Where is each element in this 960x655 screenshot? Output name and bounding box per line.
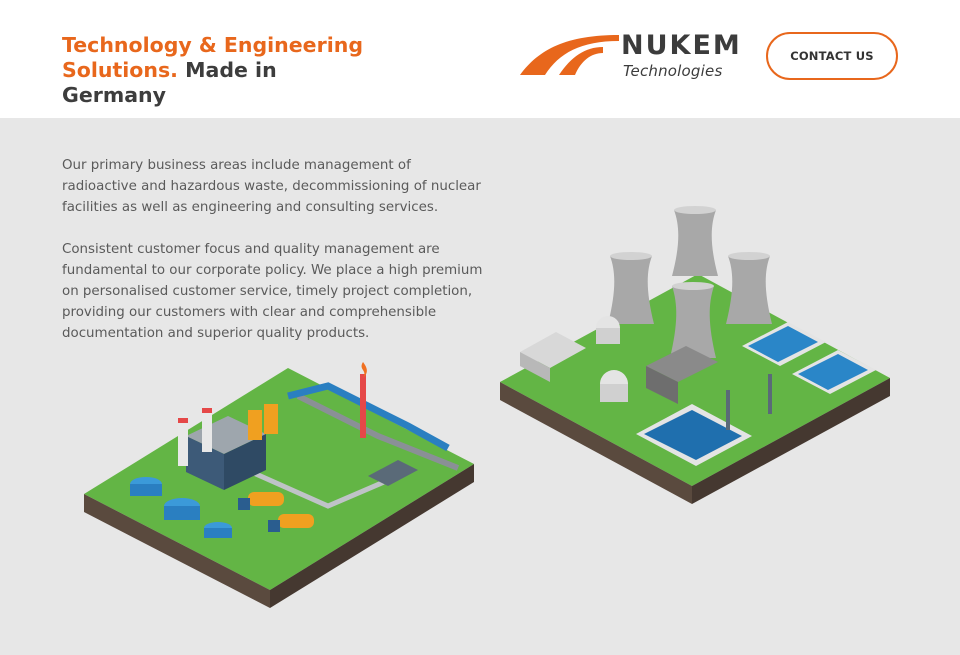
tagline-highlight: Technology & Engineering Solutions. (62, 33, 363, 82)
site-header: Technology & Engineering Solutions. Made… (0, 0, 960, 118)
logo-swoosh-icon (520, 35, 619, 75)
logo-subtitle: Technologies (623, 62, 723, 80)
nuclear-plant-illustration (500, 206, 890, 504)
policy-paragraph: Consistent customer focus and quality ma… (62, 242, 483, 341)
logo-wordmark: NUKEM (621, 30, 742, 61)
tagline-rest: Made in Germany (62, 58, 277, 107)
nukem-logo[interactable]: NUKEM Technologies (519, 31, 740, 83)
contact-us-button[interactable]: CONTACT US (766, 32, 898, 80)
tagline: Technology & Engineering Solutions. Made… (62, 33, 382, 108)
intro-paragraph: Our primary business areas include manag… (62, 158, 481, 215)
industrial-site-illustration (84, 362, 474, 608)
